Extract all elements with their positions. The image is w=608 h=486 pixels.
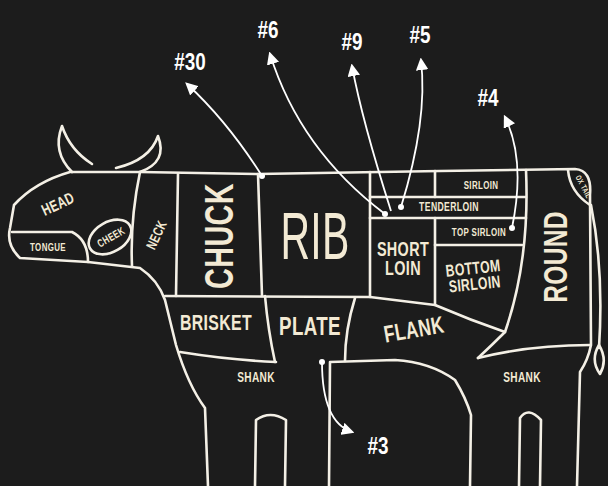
cut-border: [369, 172, 372, 297]
cut-border: [345, 298, 355, 361]
cheek-outline: [83, 213, 138, 262]
cut-border: [435, 244, 522, 247]
cut-region: PLATE: [266, 298, 354, 354]
cut-region: TONGUE: [12, 233, 84, 261]
callout-number: #5: [410, 22, 431, 49]
cut-name: PLATE: [279, 314, 341, 339]
leader-dot: [398, 204, 404, 210]
leg-outline: [255, 415, 286, 486]
cut-name: RIB: [280, 205, 349, 268]
cut-region: FLANK: [356, 302, 471, 357]
cut-name: BOTTOM SIRLOIN: [442, 258, 506, 296]
cut-region: BRISKET: [168, 297, 264, 349]
cut-border: [12, 232, 88, 262]
tail-tuft: [595, 345, 604, 374]
cut-name: OX TAIL: [574, 174, 592, 199]
horn: [116, 136, 161, 172]
cut-name: ROUND: [539, 211, 571, 303]
cut-border: [265, 296, 275, 362]
cut-border: [370, 196, 526, 199]
cut-region: CHEEK: [90, 222, 132, 252]
leader-arrow: [352, 66, 391, 211]
cut-region: ROUND: [522, 172, 588, 342]
cut-name: NECK: [145, 219, 170, 252]
cut-border: [370, 217, 526, 220]
chest-head-outline: [9, 172, 208, 486]
leader-dot: [259, 173, 265, 179]
cut-name: SIRLOIN: [464, 179, 499, 189]
cut-name: BRISKET: [180, 313, 252, 334]
belly-outline: [329, 360, 471, 486]
cut-name: SHORT LOIN: [372, 240, 434, 278]
leader-dot: [509, 225, 515, 231]
cut-region: SIRLOIN: [436, 173, 526, 196]
cut-region: SHANK: [472, 358, 572, 398]
cut-region: RIB: [260, 176, 370, 296]
cut-region: NECK: [138, 180, 176, 290]
body-outline: [140, 169, 591, 486]
cut-region: SHANK: [206, 358, 306, 398]
cut-border: [258, 174, 262, 296]
cut-border: [434, 218, 437, 305]
horn: [59, 126, 92, 172]
callout-number: #6: [258, 17, 279, 44]
leader-arrow: [322, 362, 352, 432]
cut-name: HEAD: [39, 190, 76, 218]
leader-arrow: [505, 117, 518, 228]
cut-border: [478, 345, 590, 358]
callout-number: #3: [368, 433, 389, 460]
cut-region: SHORT LOIN: [372, 220, 434, 298]
cut-region: CHUCK: [180, 178, 258, 294]
tail: [591, 205, 600, 348]
cut-region: TOP SIRLOIN: [436, 220, 522, 244]
leader-arrow: [401, 60, 422, 207]
callout-number: #9: [342, 29, 363, 56]
cut-name: TONGUE: [30, 242, 66, 252]
cut-name: CHUCK: [200, 183, 238, 289]
cut-name: TOP SIRLOIN: [452, 227, 506, 237]
cut-name: SHANK: [237, 371, 275, 384]
cut-region: TENDERLOIN: [372, 198, 526, 218]
cut-name: CHEEK: [96, 225, 127, 249]
cut-border: [132, 172, 140, 266]
cut-name: FLANK: [382, 313, 445, 346]
cut-border: [434, 171, 437, 197]
callout-number: #30: [174, 49, 205, 76]
cut-border: [180, 352, 276, 362]
leader-dot: [319, 359, 325, 365]
cut-region: BOTTOM SIRLOIN: [436, 247, 512, 307]
callout-number: #4: [478, 85, 499, 112]
cut-name: TENDERLOIN: [419, 202, 479, 213]
leg-outline: [519, 412, 541, 486]
cut-name: SHANK: [503, 371, 541, 384]
cut-border: [176, 174, 178, 296]
leader-dot: [382, 211, 388, 217]
cut-region: OX TAIL: [572, 170, 594, 204]
leader-arrow: [187, 84, 262, 176]
